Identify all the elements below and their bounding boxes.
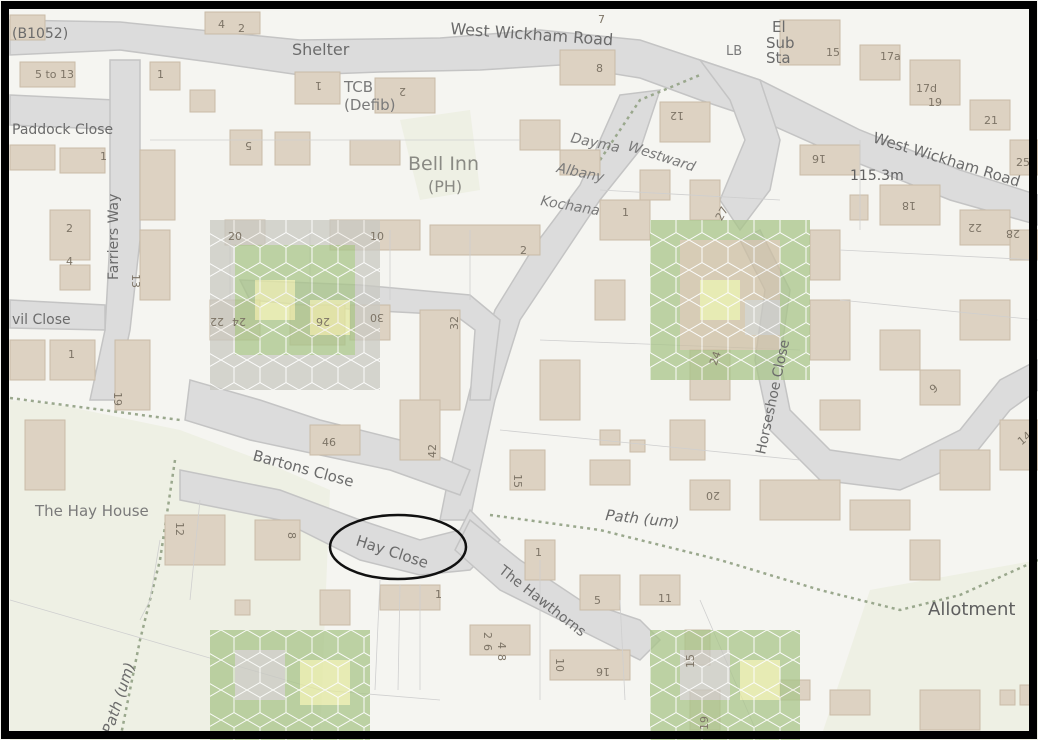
- house-number: 2: [399, 85, 406, 98]
- house-number: 30: [370, 311, 384, 324]
- house-number: 15: [826, 46, 840, 59]
- house-number: 1: [315, 79, 322, 92]
- house-number: 2: [238, 22, 245, 35]
- hay-close-highlight-ellipse: [328, 513, 468, 581]
- house-number: 7: [598, 13, 605, 26]
- house-number: 1: [68, 348, 75, 361]
- label-lb: LB: [726, 44, 742, 59]
- house-number: 13: [129, 274, 142, 288]
- house-number: 5: [594, 594, 601, 607]
- house-number: 26: [316, 315, 330, 328]
- hex-overlay-lower-right: [650, 630, 800, 740]
- label-elevation: 115.3m: [850, 168, 904, 184]
- house-number: 12: [173, 522, 186, 536]
- label-ph: (PH): [428, 177, 462, 196]
- house-number: 22: [210, 315, 224, 328]
- house-number: 32: [448, 316, 461, 330]
- hex-overlay-lower-left: [210, 630, 370, 740]
- house-number: 1: [622, 206, 629, 219]
- label-paddock-close: Paddock Close: [12, 122, 113, 138]
- house-number: 15: [511, 474, 524, 488]
- house-number: 46: [322, 436, 336, 449]
- label-sta: Sta: [766, 49, 791, 67]
- label-vil-close: vil Close: [12, 312, 71, 328]
- house-number: 28: [1006, 227, 1020, 240]
- house-number: 10: [553, 658, 566, 672]
- house-number: 16: [812, 152, 826, 165]
- house-number: 4: [66, 255, 73, 268]
- house-number: 16: [596, 665, 610, 678]
- house-number: 10: [370, 230, 384, 243]
- house-number: 12: [670, 109, 684, 122]
- house-number: 19: [928, 96, 942, 109]
- hex-overlay-upper-left: [210, 220, 380, 390]
- house-number: 1: [535, 546, 542, 559]
- house-number: 21: [984, 114, 998, 127]
- label-tcb: TCB: [343, 78, 373, 96]
- house-number: 15: [684, 654, 697, 668]
- label-sub: Sub: [766, 34, 795, 52]
- house-number: 2: [481, 632, 494, 639]
- label-farriers-way: Farriers Way: [106, 194, 122, 280]
- house-number: 5: [245, 139, 252, 152]
- house-number: 27: [713, 204, 731, 223]
- house-numbers: 5 to 13 4 2 7 8 1 1 2 5 12 15 17a 17d 19…: [35, 13, 1034, 730]
- house-number: 8: [285, 532, 298, 539]
- house-number: 1: [100, 150, 107, 163]
- hex-overlay-upper-right: [650, 220, 810, 380]
- house-number: 17a: [880, 50, 901, 63]
- house-number: 18: [902, 199, 916, 212]
- house-number: 8: [596, 62, 603, 75]
- label-shelter: Shelter: [292, 40, 350, 59]
- house-number: 2: [520, 244, 527, 257]
- label-b1052: (B1052): [12, 26, 68, 42]
- house-number: 20: [228, 230, 242, 243]
- label-defib: (Defib): [344, 96, 395, 114]
- house-number: 11: [658, 592, 672, 605]
- house-number: 8: [495, 654, 508, 661]
- house-number: 4: [495, 642, 508, 649]
- house-number: 22: [968, 221, 982, 234]
- house-number: 19: [698, 716, 711, 730]
- house-number: 19: [111, 392, 124, 406]
- label-el: El: [772, 18, 786, 36]
- house-number: 6: [481, 644, 494, 651]
- house-number: 20: [706, 489, 720, 502]
- house-number: 24: [232, 315, 246, 328]
- house-number: 5 to 13: [35, 68, 74, 81]
- house-number: 42: [426, 444, 439, 458]
- house-number: 17d: [916, 82, 937, 95]
- house-number: 4: [218, 18, 225, 31]
- buildings: [9, 11, 1038, 731]
- house-number: 24: [707, 350, 724, 368]
- label-allotment: Allotment: [928, 599, 1015, 620]
- house-number: 1: [157, 68, 164, 81]
- label-hay-house: The Hay House: [34, 502, 149, 520]
- label-bell-inn: Bell Inn: [408, 153, 479, 175]
- house-number: 1: [435, 588, 442, 601]
- house-number: 2: [66, 222, 73, 235]
- house-number: 25: [1016, 156, 1030, 169]
